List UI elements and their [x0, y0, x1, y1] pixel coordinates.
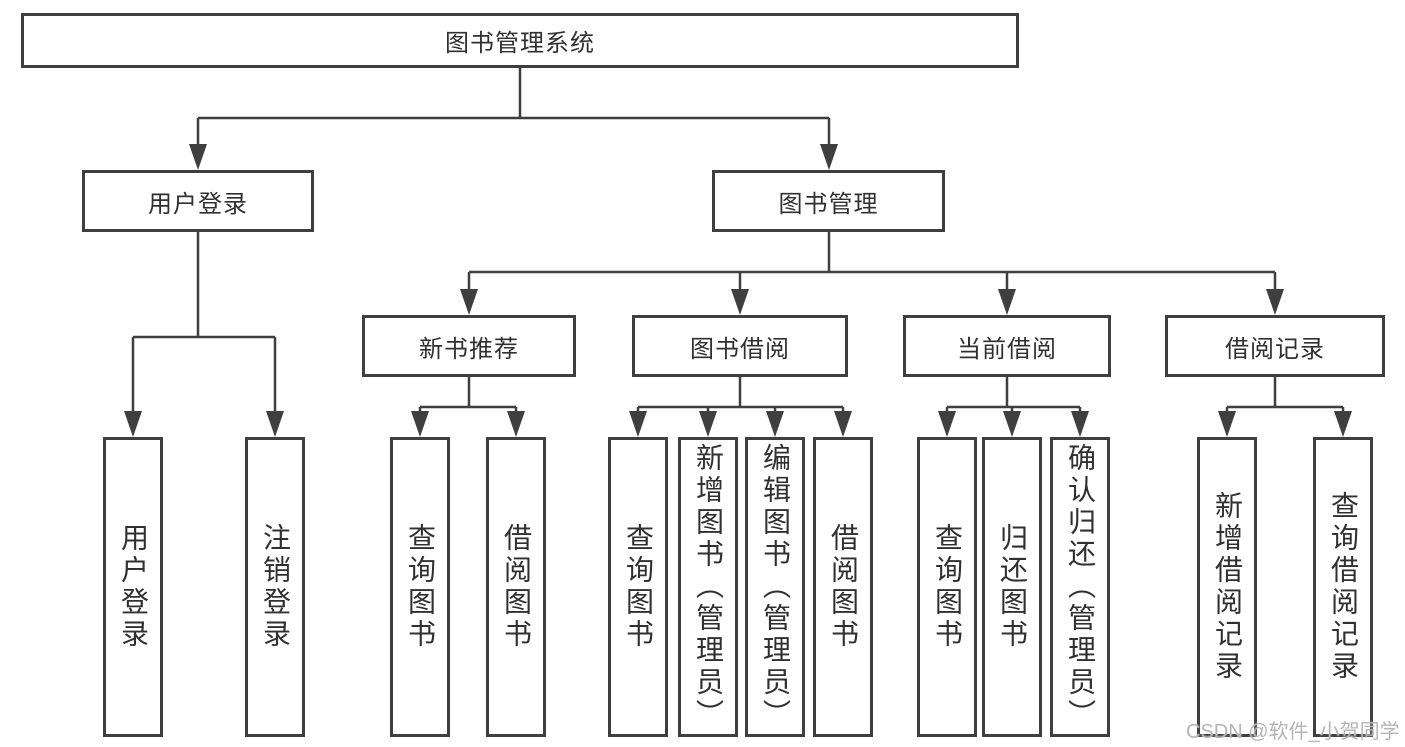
leaf-query-books-borrow: 查询图书 — [608, 437, 668, 737]
node-label: 查询图书 — [623, 523, 654, 651]
node-label: 当前借阅 — [957, 335, 1057, 363]
node-label: 注销登录 — [260, 523, 291, 651]
node-current-borrowing: 当前借阅 — [903, 315, 1111, 377]
node-label: 查询借阅记录 — [1328, 491, 1359, 683]
node-book-management: 图书管理 — [712, 170, 945, 232]
node-new-book-recommendation: 新书推荐 — [362, 315, 576, 377]
leaf-add-borrow-record: 新增借阅记录 — [1197, 437, 1257, 737]
node-label: 编辑图书（管理员） — [760, 443, 791, 731]
leaf-add-book-admin: 新增图书（管理员） — [678, 437, 738, 737]
node-label: 借阅记录 — [1225, 335, 1325, 363]
node-label: 查询图书 — [405, 523, 436, 651]
leaf-confirm-return-admin: 确认归还（管理员） — [1050, 437, 1110, 737]
leaf-borrow-books-recommend: 借阅图书 — [486, 437, 546, 737]
leaf-logout: 注销登录 — [245, 437, 305, 737]
node-label: 查询图书 — [932, 523, 963, 651]
node-label: 用户登录 — [118, 523, 149, 651]
node-borrowing-records: 借阅记录 — [1165, 315, 1385, 377]
arrowheads — [124, 144, 1352, 437]
node-label: 用户登录 — [148, 190, 248, 218]
csdn-watermark: CSDN @软件_小贺同学 — [1186, 721, 1400, 743]
node-root-system: 图书管理系统 — [21, 13, 1019, 68]
leaf-user-login: 用户登录 — [103, 437, 163, 737]
node-label: 借阅图书 — [828, 523, 859, 651]
node-label: 图书借阅 — [690, 335, 790, 363]
leaf-query-books-recommend: 查询图书 — [390, 437, 450, 737]
node-label: 图书管理系统 — [445, 30, 595, 57]
node-label: 借阅图书 — [501, 523, 532, 651]
leaf-borrow-books: 借阅图书 — [813, 437, 873, 737]
leaf-edit-book-admin: 编辑图书（管理员） — [745, 437, 805, 737]
node-label: 新书推荐 — [419, 335, 519, 363]
node-book-borrowing: 图书借阅 — [632, 315, 848, 377]
leaf-query-borrow-record: 查询借阅记录 — [1313, 437, 1373, 737]
node-label: 新增借阅记录 — [1212, 491, 1243, 683]
node-user-login: 用户登录 — [82, 170, 314, 232]
node-label: 新增图书（管理员） — [693, 443, 724, 731]
leaf-query-books-current: 查询图书 — [917, 437, 977, 737]
node-label: 归还图书 — [997, 523, 1028, 651]
leaf-return-books: 归还图书 — [982, 437, 1042, 737]
node-label: 确认归还（管理员） — [1065, 443, 1096, 731]
node-label: 图书管理 — [778, 190, 879, 218]
